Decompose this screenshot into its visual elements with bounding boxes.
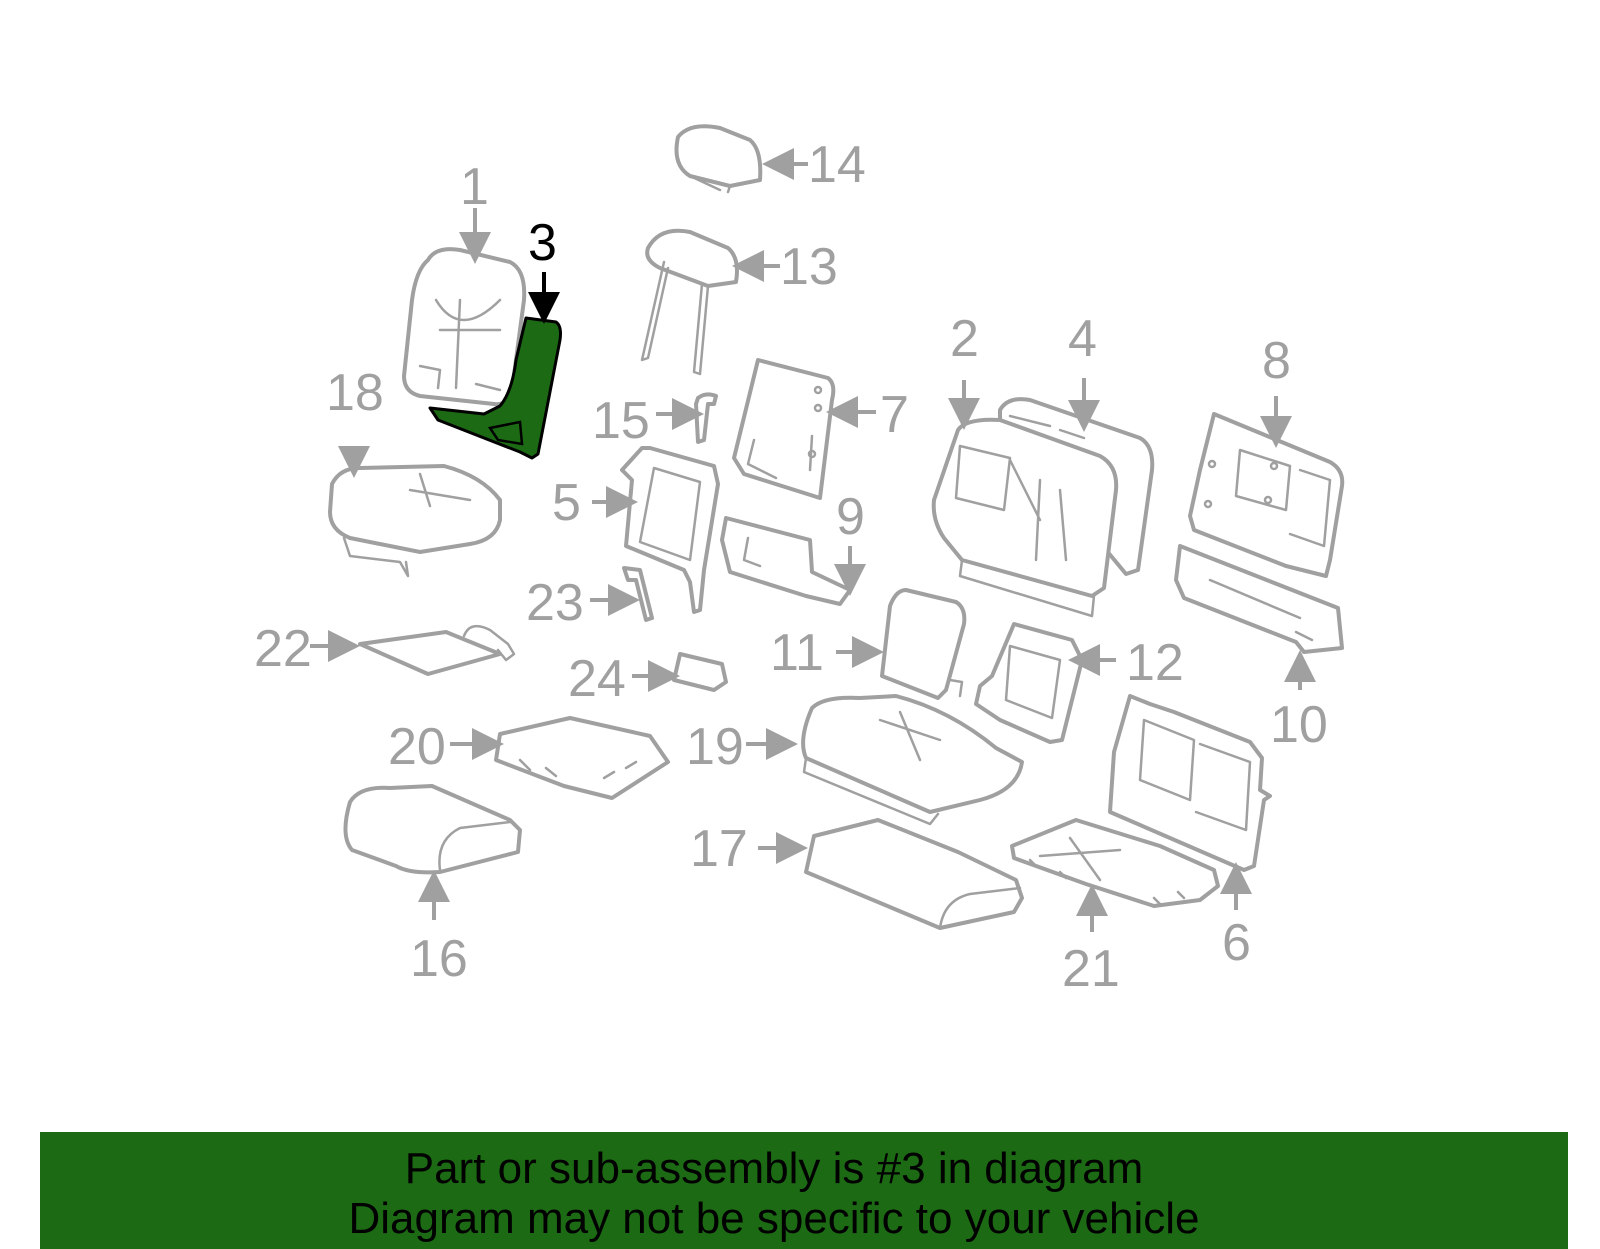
callout-15: 15 — [592, 392, 650, 450]
callout-1: 1 — [460, 158, 489, 216]
part-18-seat-cushion[interactable] — [328, 464, 502, 578]
part-9-trim[interactable] — [720, 516, 852, 606]
part-20-seat-frame[interactable] — [494, 716, 670, 800]
part-16-seat-cushion[interactable] — [343, 784, 522, 875]
part-19-seat-cushion[interactable] — [801, 694, 1024, 826]
part-17-seat-cushion[interactable] — [804, 818, 1024, 930]
part-15-clip[interactable] — [694, 392, 718, 444]
callout-23: 23 — [526, 574, 584, 632]
callout-8: 8 — [1262, 332, 1291, 390]
banner-line-2: Diagram may not be specific to your vehi… — [348, 1194, 1200, 1243]
part-14-headrest[interactable] — [674, 124, 763, 194]
callout-17: 17 — [690, 820, 748, 878]
part-21-seat-frame[interactable] — [1010, 818, 1220, 908]
part-13-headrest[interactable] — [640, 228, 739, 376]
part-24-clip[interactable] — [672, 652, 728, 692]
part-1-seat-back-cover[interactable] — [402, 247, 527, 407]
part-23-bracket[interactable] — [622, 566, 654, 622]
banner-line-1: Part or sub-assembly is #3 in diagram — [404, 1144, 1144, 1193]
callout-10: 10 — [1270, 696, 1328, 754]
part-3-seat-back-panel[interactable] — [428, 316, 562, 460]
callout-labels: 1 3 14 13 15 7 18 5 9 23 22 24 20 16 11 … — [254, 136, 1328, 998]
callout-9: 9 — [836, 488, 865, 546]
callout-arrows — [310, 148, 1316, 932]
callout-7: 7 — [880, 386, 909, 444]
part-8-seat-back-frame[interactable] — [1188, 412, 1345, 578]
part-22-heater-pad[interactable] — [358, 624, 516, 676]
callout-2: 2 — [950, 310, 979, 368]
callout-14: 14 — [808, 136, 866, 194]
callout-3: 3 — [528, 214, 557, 272]
callout-12: 12 — [1126, 634, 1184, 692]
callout-13: 13 — [780, 238, 838, 296]
callout-20: 20 — [388, 718, 446, 776]
callout-11: 11 — [770, 624, 824, 682]
callout-5: 5 — [552, 474, 581, 532]
part-11-panel[interactable] — [880, 588, 967, 700]
callout-6: 6 — [1222, 914, 1251, 972]
part-12-panel[interactable] — [974, 622, 1084, 744]
info-banner: Part or sub-assembly is #3 in diagram Di… — [40, 1132, 1568, 1249]
callout-22: 22 — [254, 620, 312, 678]
part-6-seat-back-frame[interactable] — [1108, 694, 1272, 872]
callout-19: 19 — [686, 718, 744, 776]
callout-24: 24 — [568, 650, 626, 708]
callout-4: 4 — [1068, 310, 1097, 368]
callout-18: 18 — [326, 364, 384, 422]
callout-21: 21 — [1062, 940, 1120, 998]
part-5-seat-back-frame[interactable] — [620, 446, 720, 614]
part-7-back-panel[interactable] — [732, 358, 836, 500]
part-10-seat-back-trim[interactable] — [1174, 544, 1344, 654]
callout-16: 16 — [410, 930, 468, 988]
